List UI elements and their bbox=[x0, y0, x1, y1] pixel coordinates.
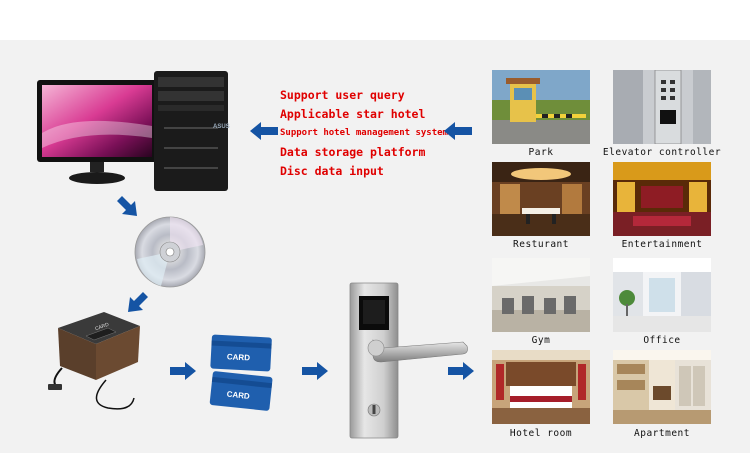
arrow-left-icon bbox=[444, 122, 472, 140]
resturant-caption: Resturant bbox=[513, 239, 569, 250]
door-lock bbox=[349, 282, 468, 439]
feature-list: Support user query Applicable star hotel… bbox=[280, 86, 453, 181]
gym-image bbox=[492, 258, 590, 332]
entertainment-caption: Entertainment bbox=[621, 239, 703, 250]
disc bbox=[134, 216, 206, 288]
feature-item: Disc data input bbox=[280, 164, 384, 178]
card-encoder bbox=[48, 312, 140, 410]
arrow-down-left-icon bbox=[128, 292, 148, 312]
apartment-image bbox=[613, 350, 711, 424]
computer-tower bbox=[154, 71, 228, 191]
feature-item: Data storage platform bbox=[280, 145, 426, 159]
park-image bbox=[492, 70, 590, 144]
office-caption: Office bbox=[643, 335, 681, 346]
resturant-image bbox=[492, 162, 590, 236]
hotel-room-caption: Hotel room bbox=[509, 428, 573, 439]
elevator-controller-caption: Elevator controller bbox=[602, 147, 722, 158]
office-image bbox=[613, 258, 711, 332]
elevator-controller-image bbox=[613, 70, 711, 144]
arrow-right-icon bbox=[448, 362, 474, 380]
gym-caption: Gym bbox=[531, 335, 551, 346]
card-label: CARD bbox=[226, 390, 250, 401]
apartment-caption: Apartment bbox=[634, 428, 690, 439]
feature-item: Support hotel management systems bbox=[280, 128, 454, 138]
monitor bbox=[37, 80, 157, 184]
arrow-left-icon bbox=[250, 122, 278, 140]
arrow-right-icon bbox=[170, 362, 196, 380]
arrow-right-icon bbox=[302, 362, 328, 380]
hotel-room-image bbox=[492, 350, 590, 424]
key-cards: CARD CARD bbox=[209, 334, 273, 411]
card-label: CARD bbox=[227, 352, 251, 362]
feature-item: Support user query bbox=[280, 88, 405, 102]
park-caption: Park bbox=[528, 147, 554, 158]
feature-item: Applicable star hotel bbox=[280, 107, 426, 121]
arrow-down-right-icon bbox=[117, 196, 137, 216]
monitor-brand: ASUS bbox=[213, 124, 230, 130]
entertainment-image bbox=[613, 162, 711, 236]
